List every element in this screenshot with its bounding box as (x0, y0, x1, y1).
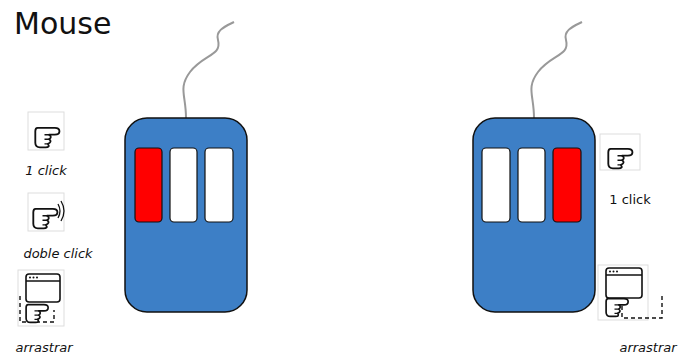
mouse-body (125, 118, 247, 312)
action-label: doble click (23, 246, 92, 262)
mouse-button (553, 148, 581, 222)
double-click-icon (28, 193, 64, 231)
click-icon (600, 134, 640, 170)
action-label: 1 click (25, 163, 66, 179)
action-label: arrastrar (619, 340, 676, 356)
action-label: arrastrar (15, 340, 72, 356)
mouse-body (473, 118, 595, 312)
mouse-cable (183, 22, 234, 118)
title: Mouse (14, 6, 111, 42)
mouse-button (482, 148, 510, 222)
drag-icon (18, 270, 64, 326)
mouse-button (135, 148, 162, 222)
click-icon (28, 112, 64, 150)
mouse-button (170, 148, 197, 222)
drag-icon (598, 265, 662, 320)
mouse-button (518, 148, 545, 222)
mouse-button (205, 148, 233, 222)
action-label: 1 click (609, 192, 650, 208)
mouse-cable (531, 22, 582, 118)
